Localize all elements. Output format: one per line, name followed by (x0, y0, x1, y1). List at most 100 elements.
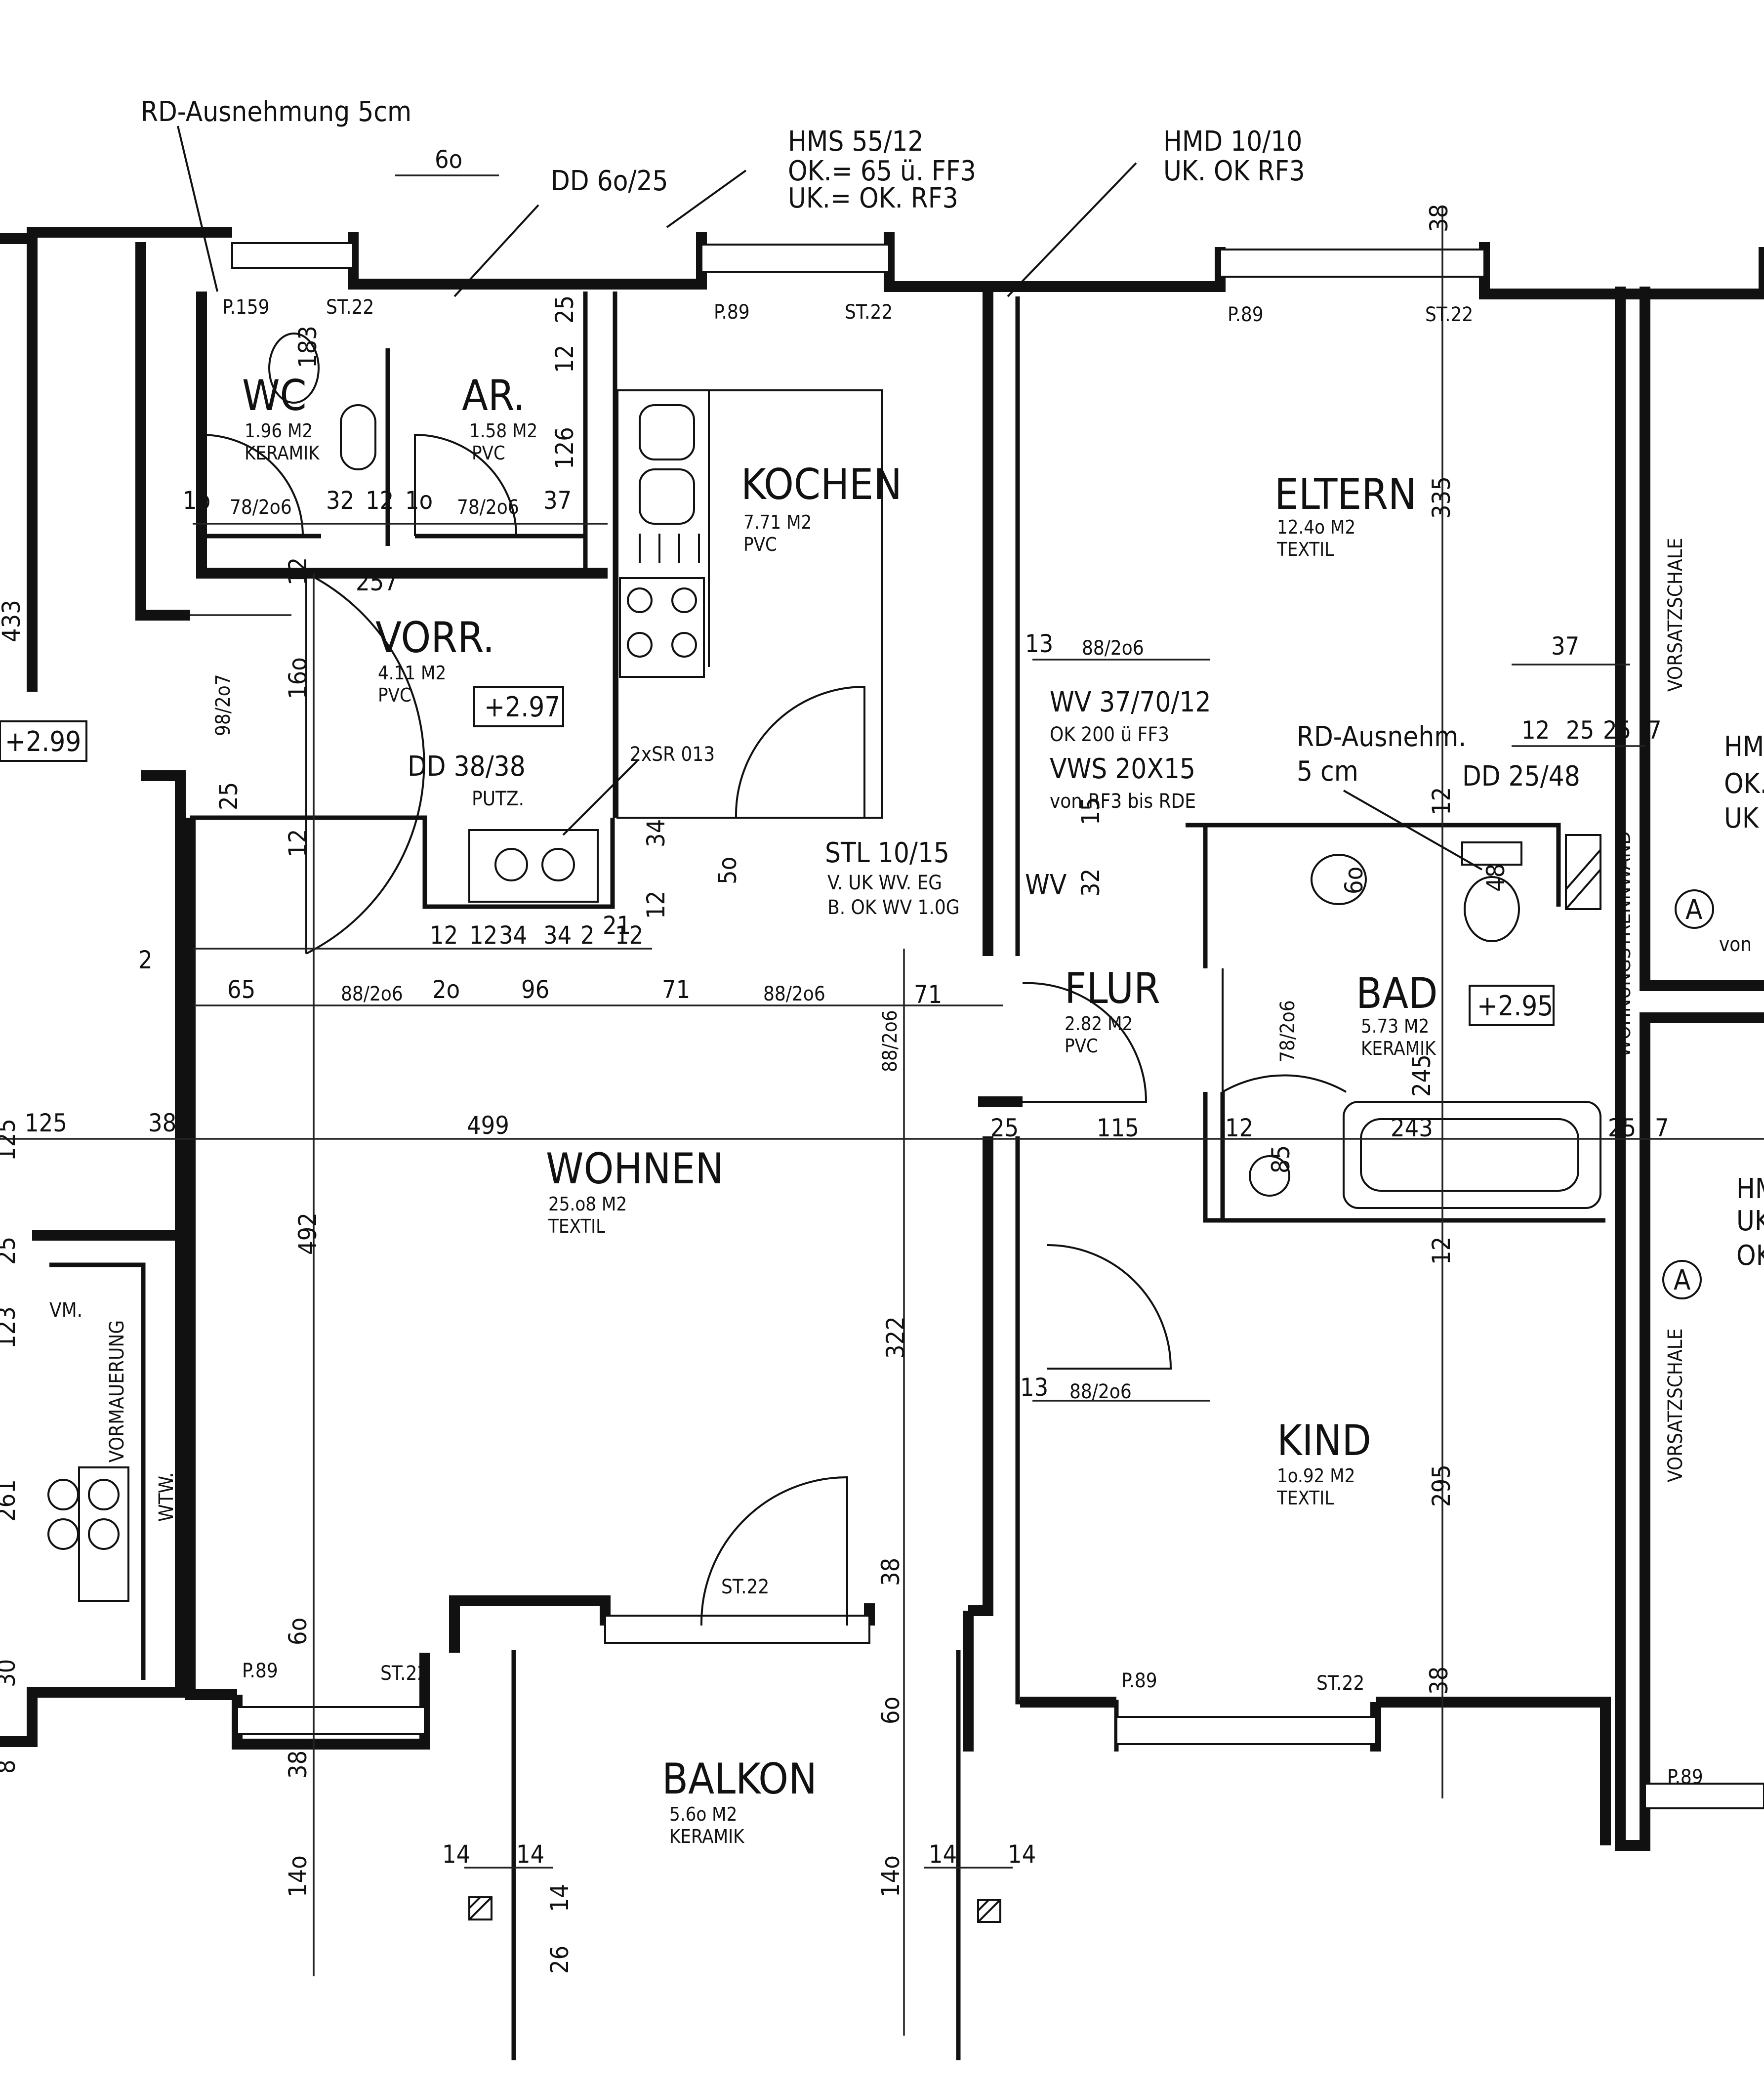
dim-71-b: 71 (914, 980, 942, 1009)
dim-38-eltern: 38 (1425, 204, 1453, 232)
level-vorr: +2.97 (484, 691, 560, 723)
bathroom-fixtures (47, 333, 1601, 1602)
dim-261-v: 261 (0, 1479, 21, 1522)
dim-71-a: 71 (662, 975, 690, 1004)
dim-2-left: 2 (138, 946, 153, 974)
dim-160: 16o (284, 657, 312, 699)
dim-65: 65 (227, 975, 255, 1004)
dim-10-ar: 1o (405, 486, 433, 515)
note-wohnungstrennwand: WOHNUNGSTRENNWAND (1612, 831, 1635, 1057)
dim-123-v: 123 (0, 1306, 21, 1349)
room-name-kind: KIND (1277, 1416, 1371, 1465)
room-area-kochen: 7.71 M2 (743, 511, 812, 533)
note-stl-3: B. OK WV 1.0G (827, 896, 960, 919)
dim-34-v: 34 (642, 819, 670, 847)
dim-12-ar-top: 12 (550, 345, 579, 373)
room-name-wohnen: WOHNEN (546, 1144, 724, 1194)
dim-13-lower: 13 (1020, 1373, 1048, 1402)
dim-34-b: 34 (543, 921, 572, 950)
dim-25-v: 25 (0, 1237, 21, 1265)
note-vm: VM. (49, 1299, 82, 1322)
dim-25-ar: 25 (550, 295, 579, 324)
bad-door (1222, 968, 1347, 1094)
note-hmd-1: HMD 10/10 (1163, 125, 1302, 158)
doors (201, 433, 1347, 1626)
dim-60-right: 6o (876, 1697, 905, 1724)
room-floor-ar: PVC (472, 442, 505, 464)
dim-32: 32 (326, 486, 354, 515)
dim-38-bottom: 38 (284, 1751, 312, 1779)
note-vws-1: VWS 20X15 (1050, 753, 1195, 785)
note-hm-1: HM (1724, 731, 1764, 763)
room-floor-wohnen: TEXTIL (548, 1215, 605, 1237)
room-floor-eltern: TEXTIL (1276, 539, 1334, 560)
dim-25-r2: 25 (1603, 716, 1631, 745)
dim-32-wv: 32 (1076, 869, 1105, 897)
dim-37-ar: 37 (543, 486, 572, 515)
annotations: RD-Ausnehmung 5cm DD 6o/25 HMS 55/12 OK.… (49, 96, 1764, 1522)
room-flur: FLUR 2.82 M2 PVC (1065, 964, 1160, 1057)
dim-10-wc: 1o (183, 486, 210, 515)
level-bad: +2.95 (1477, 990, 1553, 1022)
section-marker-a-upper: A (1685, 894, 1703, 926)
dim-335: 335 (1427, 476, 1456, 519)
dim-21: 21 (603, 911, 631, 940)
room-area-wc: 1.96 M2 (245, 420, 313, 442)
walls (0, 227, 1764, 2060)
note-hm-6: OK (1736, 1240, 1764, 1272)
window-tag-st22-wc: ST.22 (326, 296, 374, 319)
note-rd-ausnehmung: RD-Ausnehmung 5cm (141, 96, 411, 128)
dimension-labels: 6o 257 65 2o 96 71 71 499 125 38 25 115 … (0, 145, 1669, 1974)
dim-257: 257 (356, 568, 398, 596)
door-dimension-labels: 78/2o6 78/2o6 88/2o6 88/2o6 88/2o6 88/2o… (212, 496, 1299, 1403)
room-floor-vorr: PVC (378, 684, 411, 706)
note-hm-3: UK (1724, 802, 1760, 834)
door-dim-flur: 88/2o6 (879, 1010, 902, 1072)
note-putz: PUTZ. (472, 788, 524, 810)
note-stl-2: V. UK WV. EG (827, 872, 942, 894)
level-markers: +2.97 +2.95 +2.99 (0, 686, 1555, 1026)
window-tags: P.159 ST.22 P.89 ST.22 P.89 ST.22 P.89 S… (222, 296, 1703, 1789)
dim-20: 2o (432, 975, 460, 1004)
note-hms-2: OK.= 65 ü. FF3 (788, 155, 976, 187)
dim-14-b: 14 (516, 1840, 544, 1869)
window-tag-st22-wohnen: ST.22 (380, 1662, 428, 1685)
room-name-bad: BAD (1356, 969, 1438, 1018)
dim-12-kind: 12 (1427, 1237, 1456, 1265)
door-dim-kochen: 88/2o6 (763, 983, 825, 1005)
dim-492: 492 (293, 1212, 322, 1255)
room-kochen: KOCHEN 7.71 M2 PVC (741, 460, 902, 555)
dim-125: 125 (25, 1109, 67, 1137)
leader-lines (177, 125, 1482, 871)
note-dd-60-25: DD 6o/25 (551, 165, 668, 197)
dim-48: 48 (1481, 864, 1510, 892)
dim-60-bad: 6o (1340, 867, 1368, 894)
dim-12-bad: 12 (1225, 1114, 1253, 1142)
dim-12-b: 12 (469, 921, 497, 950)
note-vorsatzschale-upper: VORSATZSCHALE (1664, 538, 1687, 692)
room-area-vorr: 4.11 M2 (378, 662, 446, 684)
dim-25-right: 25 (1608, 1114, 1636, 1142)
dim-38-kind: 38 (1425, 1667, 1453, 1695)
room-name-eltern: ELTERN (1274, 470, 1417, 519)
door-dim-ar: 78/2o6 (457, 496, 519, 519)
dim-25-flur: 25 (990, 1114, 1019, 1142)
room-name-vorr: VORR. (375, 613, 494, 663)
room-area-ar: 1.58 M2 (469, 420, 537, 442)
dim-38-left: 38 (148, 1109, 176, 1137)
room-bad: BAD 5.73 M2 KERAMIK (1356, 969, 1438, 1059)
note-vws-2: von RF3 bis RDE (1050, 790, 1196, 813)
note-vorsatzschale-lower: VORSATZSCHALE (1664, 1329, 1687, 1482)
room-name-flur: FLUR (1065, 964, 1160, 1013)
dim-34-a: 34 (499, 921, 527, 950)
room-floor-flur: PVC (1065, 1035, 1098, 1057)
note-wv-1: WV 37/70/12 (1050, 686, 1211, 718)
dim-12-v: 12 (642, 891, 670, 919)
dim-26-v: 26 (545, 1946, 574, 1974)
dim-183: 183 (293, 326, 322, 368)
door-dim-kind: 88/2o6 (1069, 1380, 1132, 1403)
room-balkon: BALKON 5.6o M2 KERAMIK (662, 1754, 817, 1847)
note-rd-ausnehm-2: 5 cm (1297, 755, 1358, 788)
room-name-balkon: BALKON (662, 1754, 817, 1804)
room-wc: WC 1.96 M2 KERAMIK (242, 371, 320, 464)
